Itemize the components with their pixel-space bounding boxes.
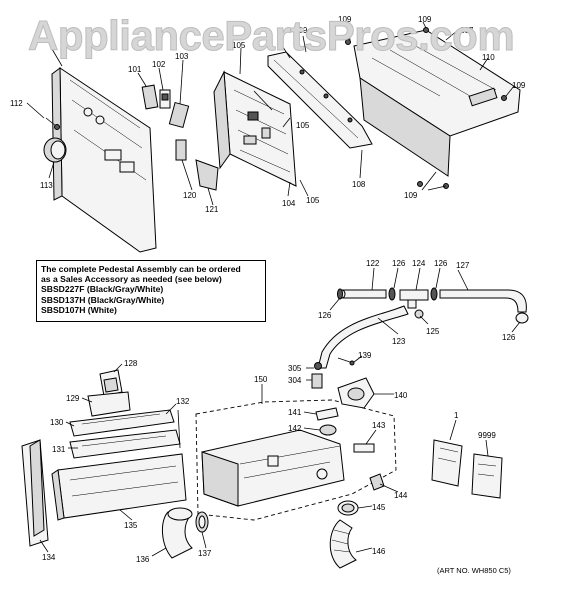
watermark-logo: AppliancePartsPros.com	[27, 12, 515, 60]
callout-105-c: 105	[306, 196, 320, 205]
pump-140	[337, 377, 375, 409]
callout-104: 104	[282, 199, 296, 208]
callout-105-b: 105	[296, 121, 310, 130]
callout-135: 135	[124, 521, 138, 530]
callout-126-a: 126	[392, 259, 406, 268]
group-outline-150	[195, 399, 397, 521]
literature-1	[431, 439, 463, 487]
pump-housing-150	[201, 429, 345, 507]
switch-101	[141, 84, 159, 110]
drawer-135	[51, 453, 187, 521]
callout-1: 1	[454, 411, 459, 420]
callout-101: 101	[128, 65, 142, 74]
fitting-304	[311, 373, 323, 389]
callout-127: 127	[456, 261, 470, 270]
callout-140: 140	[394, 391, 408, 400]
plug-125	[414, 309, 424, 319]
callout-136: 136	[136, 555, 150, 564]
callout-112: 112	[10, 99, 23, 108]
callout-107: 107	[460, 26, 474, 35]
part-142	[319, 424, 337, 436]
side-panel-134	[21, 439, 49, 547]
callout-105-a: 105	[232, 41, 246, 50]
callout-102: 102	[152, 60, 166, 69]
callout-109-e: 109	[294, 26, 308, 35]
part-144	[369, 473, 385, 491]
switch-121	[195, 159, 219, 191]
callout-137: 137	[198, 549, 212, 558]
callout-9999: 9999	[478, 431, 496, 440]
part-141	[315, 407, 339, 421]
duct-136	[162, 507, 193, 559]
callout-145: 145	[372, 503, 386, 512]
screw-112	[45, 117, 60, 130]
bracket-129	[87, 391, 131, 417]
hose-123	[317, 305, 409, 369]
callout-150: 150	[254, 375, 268, 384]
screw-109	[345, 27, 507, 189]
pedestal-note-box: The complete Pedestal Assembly can be or…	[36, 260, 266, 322]
callout-113: 113	[40, 181, 53, 190]
literature-9999	[471, 453, 503, 499]
callout-108: 108	[352, 180, 366, 189]
callout-120: 120	[183, 191, 197, 200]
callout-134: 134	[42, 553, 56, 562]
callout-103: 103	[175, 52, 189, 61]
hose-127	[439, 289, 527, 313]
callout-141: 141	[288, 408, 302, 417]
callout-130: 130	[50, 418, 64, 427]
top-cover-panel	[353, 29, 521, 177]
art-number: (ART NO. WH850 C5)	[437, 566, 511, 575]
callout-131: 131	[52, 445, 66, 454]
callout-142: 142	[288, 424, 302, 433]
callout-123: 123	[392, 337, 406, 346]
callout-139: 139	[358, 351, 372, 360]
control-panel	[51, 67, 157, 253]
note-line-1: The complete Pedestal Assembly can be or…	[41, 264, 241, 274]
callout-121: 121	[205, 205, 219, 214]
knob-113	[43, 137, 67, 163]
hose-122	[338, 289, 387, 299]
callout-122: 122	[366, 259, 380, 268]
callout-109-a: 109	[418, 15, 432, 24]
switch-102	[159, 89, 171, 109]
clamp-145	[337, 500, 359, 516]
note-line-5: SBSD107H (White)	[41, 304, 117, 315]
callout-126-b: 126	[434, 259, 448, 268]
connector-124	[399, 289, 429, 309]
note-line-3: SBSD227F (Black/Gray/White)	[41, 284, 164, 295]
note-line-2: as a Sales Accessory as needed (see belo…	[41, 274, 222, 285]
callout-128: 128	[124, 359, 138, 368]
callout-304: 304	[288, 376, 302, 385]
seal-137	[195, 511, 209, 533]
callout-144: 144	[394, 491, 408, 500]
control-board-housing	[213, 70, 297, 187]
callout-109-c: 109	[512, 81, 526, 90]
callout-110: 110	[482, 53, 495, 62]
callout-146: 146	[372, 547, 386, 556]
callout-132: 132	[176, 397, 190, 406]
switch-120	[175, 139, 187, 161]
callout-109-d: 109	[404, 191, 418, 200]
drain-hose-146	[329, 519, 357, 569]
callout-129: 129	[66, 394, 80, 403]
part-143	[353, 443, 375, 453]
note-line-4: SBSD137H (Black/Gray/White)	[41, 294, 165, 305]
switch-103	[168, 101, 190, 129]
rail-130	[69, 409, 175, 437]
latch-128	[99, 369, 123, 397]
fitting-305	[314, 362, 322, 370]
screw-139	[337, 357, 355, 366]
clamp-126	[337, 287, 529, 324]
callout-305: 305	[288, 364, 302, 373]
callout-124: 124	[412, 259, 426, 268]
callout-143: 143	[372, 421, 386, 430]
callout-125: 125	[426, 327, 440, 336]
callout-126-d: 126	[502, 333, 516, 342]
callout-109-b: 109	[338, 15, 352, 24]
callout-126-c: 126	[318, 311, 332, 320]
